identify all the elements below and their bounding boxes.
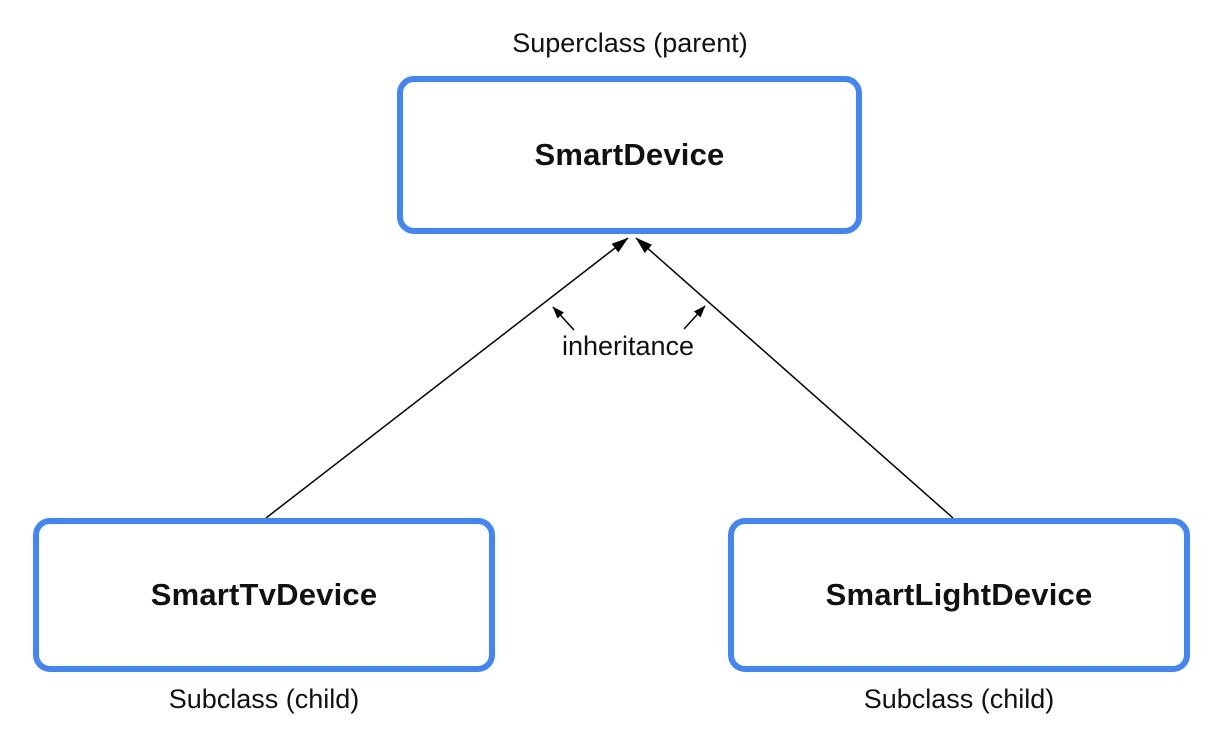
subclass-left-caption: Subclass (child)	[168, 684, 360, 714]
class-box-smartdevice: SmartDevice	[397, 76, 862, 234]
annotation-arrow-right	[683, 305, 706, 330]
class-label-smartlightdevice: SmartLightDevice	[825, 577, 1093, 612]
subclass-right-caption: Subclass (child)	[863, 684, 1055, 714]
class-label-smarttvdevice: SmartTvDevice	[150, 577, 378, 612]
inheritance-label: inheritance	[561, 331, 695, 361]
superclass-caption: Superclass (parent)	[512, 28, 748, 58]
class-box-smarttvdevice: SmartTvDevice	[33, 518, 495, 672]
class-label-smartdevice: SmartDevice	[534, 137, 725, 172]
arrow-left-subclass-to-superclass	[265, 237, 629, 519]
annotation-arrow-left	[552, 306, 575, 331]
arrow-right-subclass-to-superclass	[635, 237, 954, 519]
class-box-smartlightdevice: SmartLightDevice	[728, 518, 1190, 672]
